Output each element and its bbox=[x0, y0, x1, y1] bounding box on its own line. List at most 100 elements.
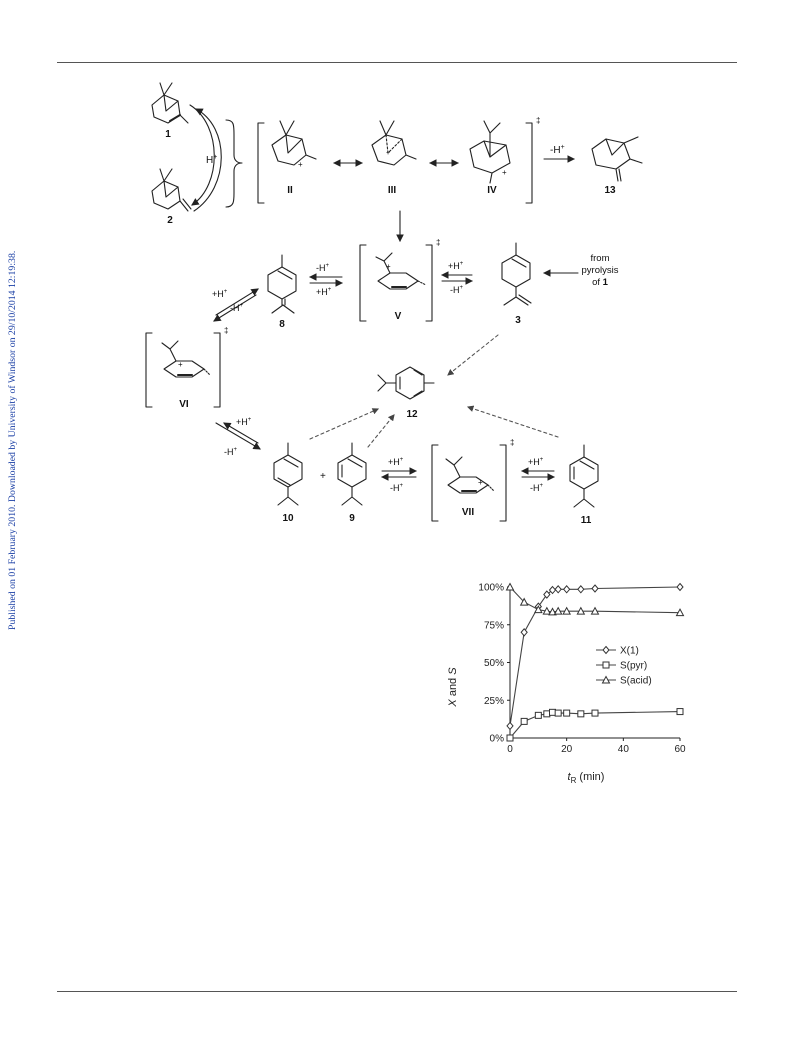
data-point-diamond bbox=[577, 584, 585, 594]
pyrolysis-of: of bbox=[592, 277, 603, 288]
label-compound-10: 10 bbox=[282, 513, 294, 524]
label-intermediate-VI: VI bbox=[179, 399, 189, 410]
x-tick-label: 0 bbox=[507, 744, 513, 755]
data-point-diamond bbox=[506, 721, 514, 731]
data-point-triangle bbox=[519, 597, 529, 606]
intermediate-III-structure bbox=[371, 120, 417, 166]
footer-rule bbox=[57, 991, 737, 992]
data-point-triangle bbox=[675, 608, 685, 617]
plus-sign-10-9: + bbox=[320, 471, 326, 482]
intermediate-II-structure bbox=[271, 120, 317, 166]
data-point-diamond bbox=[520, 628, 528, 637]
reagent-plus-h-v3: +H+ bbox=[448, 261, 464, 271]
header-rule bbox=[57, 62, 737, 63]
intermediate-VI-structure bbox=[161, 340, 211, 378]
intermediate-V-structure bbox=[375, 252, 427, 290]
data-point-diamond bbox=[676, 582, 684, 592]
label-compound-12: 12 bbox=[406, 409, 418, 420]
bracket-V bbox=[359, 244, 433, 322]
protonation-arrow-2 bbox=[193, 108, 222, 212]
reagent-plus-h-86: +H+ bbox=[212, 289, 228, 299]
dagger-VII: ‡ bbox=[510, 438, 514, 447]
compound-1-structure bbox=[151, 82, 189, 124]
label-compound-13: 13 bbox=[604, 185, 616, 196]
data-point-square bbox=[591, 709, 599, 717]
label-compound-3: 3 bbox=[515, 315, 521, 326]
reagent-plus-h-v8-text: +H bbox=[316, 287, 328, 297]
data-point-triangle bbox=[548, 607, 557, 616]
arrow-10-to-VI bbox=[223, 422, 259, 444]
x-tick-label: 20 bbox=[561, 744, 573, 755]
x-tick-label: 60 bbox=[674, 744, 686, 755]
data-point-diamond bbox=[548, 585, 557, 595]
reagent-minus-h-vi10-text: -H bbox=[224, 447, 234, 457]
charge-III: + bbox=[386, 150, 390, 157]
data-point-square bbox=[549, 708, 556, 716]
y-axis-label: X and S bbox=[447, 667, 459, 708]
compound-2-structure bbox=[151, 168, 192, 212]
charge-V: + bbox=[386, 262, 391, 271]
legend-label: S(acid) bbox=[620, 676, 652, 687]
data-point-diamond bbox=[543, 590, 551, 599]
reagent-plus-h-86-text: +H bbox=[212, 289, 224, 299]
data-point-square bbox=[506, 734, 514, 742]
reagent-minus-h-v8-charge: + bbox=[326, 263, 330, 269]
chart-series bbox=[505, 582, 685, 742]
y-tick-label: 75% bbox=[484, 620, 504, 631]
data-point-triangle bbox=[505, 582, 515, 591]
reagent-h-plus-text: H bbox=[206, 155, 213, 166]
chart-legend: X(1)S(pyr)S(acid) bbox=[596, 646, 652, 687]
y-axis-label-x: X bbox=[447, 699, 459, 708]
reagent-minus-h-v3-charge: + bbox=[460, 285, 464, 291]
reagent-plus-h-9vii: +H+ bbox=[388, 457, 404, 467]
compound-10-structure bbox=[273, 442, 303, 506]
compound-13-structure bbox=[591, 136, 643, 182]
label-intermediate-II: II bbox=[287, 185, 293, 196]
dagger-VI: ‡ bbox=[224, 326, 228, 335]
dashed-arrow-10-to-12 bbox=[309, 408, 380, 440]
pyrolysis-line1: from bbox=[591, 253, 610, 264]
reaction-scheme-svg: 1 2 H+ ‡ + II + III + IV bbox=[145, 82, 643, 526]
data-point-square bbox=[577, 710, 585, 718]
dashed-arrow-11-to-12 bbox=[466, 405, 559, 438]
y-tick-label: 0% bbox=[490, 734, 505, 745]
series-line bbox=[509, 586, 681, 614]
x-axis-label-t: t bbox=[568, 771, 572, 783]
data-point-diamond bbox=[591, 584, 599, 593]
pyrolysis-compound: 1 bbox=[603, 277, 609, 288]
charge-II: + bbox=[298, 160, 303, 169]
x-axis-label: tR (min) bbox=[568, 771, 605, 785]
charge-VII: + bbox=[478, 478, 483, 487]
data-point-square bbox=[554, 709, 562, 717]
pyrolysis-line3: of 1 bbox=[592, 277, 609, 288]
data-point-triangle bbox=[601, 675, 611, 684]
data-point-triangle bbox=[533, 605, 543, 614]
x-axis-label-unit: (min) bbox=[576, 771, 604, 783]
charge-VI: + bbox=[178, 360, 183, 369]
reagent-h-plus-charge: + bbox=[213, 154, 217, 161]
data-point-square bbox=[534, 711, 542, 719]
dagger-V: ‡ bbox=[436, 238, 440, 247]
reagent-minus-h-vi10-charge: + bbox=[234, 447, 238, 453]
combining-brace bbox=[225, 119, 243, 208]
charge-IV: + bbox=[502, 168, 507, 177]
reagent-minus-h-9vii: -H+ bbox=[390, 483, 404, 493]
legend-label: S(pyr) bbox=[620, 661, 647, 672]
y-tick-label: 25% bbox=[484, 696, 504, 707]
data-point-square bbox=[543, 710, 551, 718]
reagent-plus-h-v8: +H+ bbox=[316, 287, 332, 297]
data-point-triangle bbox=[553, 606, 563, 615]
reagent-minus-h-vii11-text: -H bbox=[530, 483, 540, 493]
data-point-triangle bbox=[576, 606, 586, 615]
reagent-minus-h-v8-text: -H bbox=[316, 263, 326, 273]
data-point-square bbox=[602, 661, 610, 669]
compound-3-structure bbox=[501, 242, 532, 306]
reagent-plus-h-v8-charge: + bbox=[328, 287, 332, 293]
label-intermediate-III: III bbox=[388, 185, 397, 196]
dashed-arrow-9-to-12 bbox=[367, 414, 395, 448]
arrow-8-to-VI bbox=[213, 294, 257, 322]
side-note-text[interactable]: Published on 01 February 2010. Downloade… bbox=[7, 251, 18, 630]
reagent-minus-h-vii11-charge: + bbox=[540, 483, 544, 489]
